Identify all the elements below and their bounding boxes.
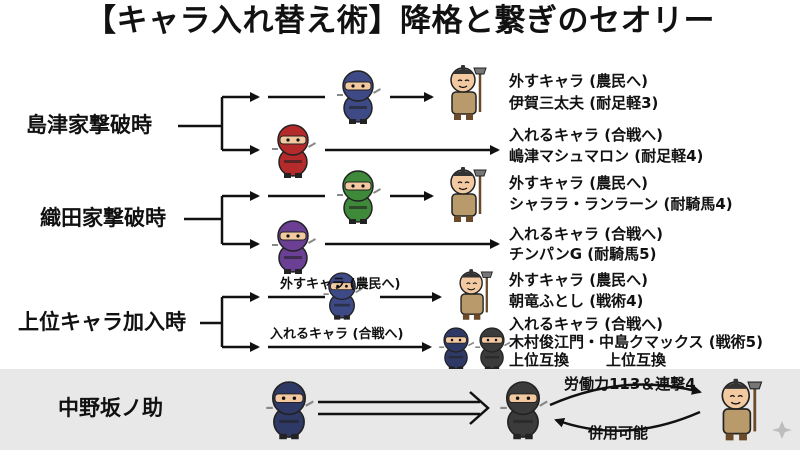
add-char-text: 入れるキャラ (合戦へ) <box>509 225 663 243</box>
remove-char-text: 外すキャラ (農民へ) <box>509 174 648 192</box>
remove-char-text: 外すキャラ (農民へ) <box>509 72 648 90</box>
ninja-blue-icon <box>336 70 382 125</box>
add-char-name: チンパンG (耐騎馬5) <box>509 245 657 263</box>
section-label-oda: 織田家撃破時 <box>40 206 166 230</box>
ninja-navy-icon <box>438 327 475 371</box>
add-char-name: 嶋津マシュマロン (耐足軽4) <box>509 147 704 165</box>
oda-flow <box>184 191 500 249</box>
compatible-text: 併用可能 <box>588 424 649 442</box>
cycle-arrows <box>549 383 702 432</box>
shimazu-flow <box>178 92 500 155</box>
section-label-nakanosaka: 中野坂ノ助 <box>58 396 163 420</box>
remove-char-text: 外すキャラ (農民へ) <box>509 271 648 289</box>
page-title: 【キャラ入れ替え術】降格と繋ぎのセオリー <box>85 3 715 39</box>
upper-flow <box>200 292 442 352</box>
farmer-icon <box>449 165 488 224</box>
farmer-icon <box>458 267 494 321</box>
section-label-upper: 上位キャラ加入時 <box>18 310 186 334</box>
swap-label: 上位互換 <box>509 351 570 369</box>
remove-char-name: 朝竜ふとし (戦術4) <box>509 292 644 310</box>
ninja-green-icon <box>336 170 382 225</box>
ninja-red-icon <box>271 124 317 179</box>
remove-char-name: シャララ・ランラーン (耐騎馬4) <box>509 195 733 213</box>
add-char-text: 入れるキャラ (合戦へ) <box>509 315 663 333</box>
swap-label: 上位互換 <box>606 351 667 369</box>
labor-combo-text: 労働力113＆連撃4 <box>564 375 696 393</box>
farmer-icon <box>720 377 763 442</box>
double-arrow <box>318 391 490 425</box>
remove-char-name: 伊賀三太夫 (耐足軽3) <box>509 94 659 112</box>
ninja-black-icon <box>474 327 511 371</box>
bottom-band <box>0 369 800 450</box>
section-label-shimazu: 島津家撃破時 <box>26 113 152 137</box>
add-arrow-label: 入れるキャラ (合戦へ) <box>270 327 404 342</box>
add-char-name: 木村俊江門・中島クマックス (戦術5) <box>509 333 763 351</box>
ninja-purple-icon <box>271 220 317 275</box>
remove-arrow-label: 外すキャラ (農民へ) <box>280 277 401 292</box>
add-char-text: 入れるキャラ (合戦へ) <box>509 126 663 144</box>
farmer-icon <box>449 63 488 122</box>
sparkle-icon <box>772 421 792 439</box>
